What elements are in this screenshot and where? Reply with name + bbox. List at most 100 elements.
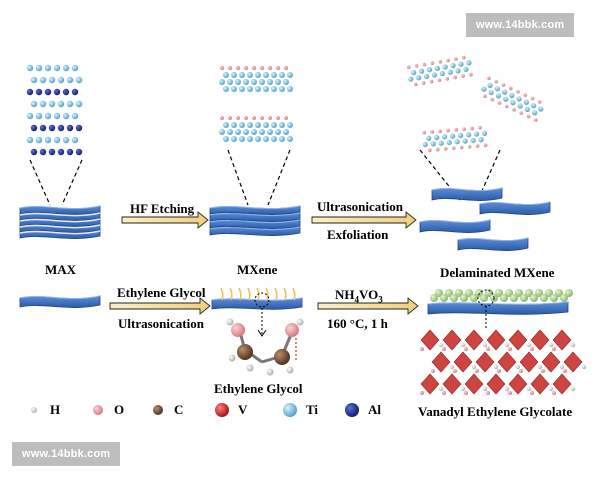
- max-ti-atom: [35, 112, 43, 120]
- delaminated-atom: [429, 79, 434, 84]
- hydrogen-atom: [246, 364, 254, 372]
- max-ti-atom: [75, 76, 83, 84]
- delaminated-atom: [516, 89, 520, 94]
- delaminated-atom: [481, 86, 487, 92]
- max-al-atom: [53, 88, 61, 96]
- delaminated-atom: [526, 114, 531, 119]
- mxene-ti-atom: [267, 79, 273, 85]
- hydrogen-atom: [570, 342, 576, 348]
- mxene-stack-layer: [209, 205, 301, 215]
- green-particle: [530, 294, 538, 302]
- delaminated-atom: [469, 72, 473, 77]
- delaminated-atom: [445, 77, 450, 81]
- hydrogen-atom: [570, 386, 576, 392]
- delaminated-atom: [446, 58, 450, 63]
- delaminated-atom: [487, 76, 491, 81]
- max-al-atom: [30, 148, 38, 156]
- legend-label-c: C: [174, 402, 184, 417]
- step-ultrasonication-2: Ultrasonication: [118, 316, 204, 331]
- max-crystal: [26, 64, 83, 206]
- mxene-termination-atom: [228, 66, 232, 70]
- label-max: MAX: [45, 262, 77, 277]
- delaminated-atom: [490, 97, 495, 102]
- delaminated-atom: [502, 89, 508, 95]
- max-al-atom: [48, 148, 56, 156]
- mxene-ti-atom: [251, 79, 257, 85]
- oxygen-atom: [442, 347, 446, 351]
- delaminated-atom: [442, 64, 448, 70]
- max-ti-atom: [30, 100, 38, 108]
- max-ti-atom: [26, 136, 34, 144]
- vanadyl-polyhedron: [508, 329, 528, 351]
- mxene-ti-atom: [259, 79, 265, 85]
- oxygen-atom: [486, 347, 490, 351]
- delaminated-atom: [431, 72, 438, 78]
- green-particle: [435, 289, 443, 297]
- mxene-single-sheet: [19, 295, 101, 308]
- delaminated-guide-left: [419, 149, 461, 201]
- mxene-ti-atom: [263, 122, 269, 128]
- mxene-ti-atom: [239, 86, 245, 92]
- hydrogen-atom: [559, 364, 565, 370]
- vanadyl-structure: [420, 289, 587, 395]
- carbon-atom: [237, 344, 253, 360]
- mxene-ti-atom: [219, 129, 225, 135]
- max-al-atom: [39, 148, 47, 156]
- oxygen-atom: [486, 391, 490, 395]
- delaminated-atom: [481, 130, 488, 137]
- mxene-ti-atom: [271, 136, 277, 142]
- hydrogen-atom: [526, 386, 532, 392]
- delaminated-atom: [467, 144, 472, 149]
- delaminated-flake: [481, 76, 544, 122]
- delaminated-atom: [418, 68, 425, 74]
- delaminated-atom: [453, 75, 457, 80]
- vanadyl-polyhedron: [464, 329, 484, 351]
- mxene-ti-atom: [231, 122, 237, 128]
- max-al-atom: [66, 148, 74, 156]
- delaminated-atom: [512, 107, 516, 112]
- mxene-ti-atom: [231, 136, 237, 142]
- hydrogen-atom: [296, 318, 304, 326]
- delaminated-atom: [530, 96, 535, 101]
- delaminated-atom: [524, 106, 531, 113]
- mxene-ti-atom: [275, 129, 281, 135]
- max-al-atom: [26, 88, 34, 96]
- mxene-ti-atom: [279, 136, 285, 142]
- hydrogen-atom: [460, 342, 466, 348]
- delaminated-atom: [430, 61, 435, 65]
- delaminated-atom: [487, 82, 493, 88]
- mxene-ti-atom: [231, 86, 237, 92]
- green-particle: [470, 294, 478, 302]
- max-al-atom: [62, 88, 70, 96]
- mxene-ti-atom: [271, 72, 277, 78]
- mxene-stack: [209, 205, 301, 236]
- delaminated-atom: [461, 74, 465, 78]
- green-particle: [535, 289, 543, 297]
- green-particle: [495, 289, 503, 297]
- vanadyl-polyhedron: [552, 373, 572, 395]
- label-delaminated-mxene: Delaminated MXene: [440, 265, 555, 280]
- mxene-ti-atom: [287, 136, 293, 142]
- mxene-termination-atom: [236, 116, 240, 120]
- zoom-arrowhead: [257, 329, 267, 337]
- delaminated-flake: [422, 125, 488, 153]
- oxygen-atom: [497, 369, 501, 373]
- mxene-ti-atom: [227, 79, 233, 85]
- delaminated-flake: [406, 55, 473, 87]
- max-ti-atom: [53, 136, 61, 144]
- hydrogen-atom: [504, 386, 510, 392]
- mxene-ti-atom: [239, 72, 245, 78]
- vanadyl-polyhedron: [541, 351, 561, 373]
- delaminated-atom: [495, 93, 502, 99]
- mxene-ti-atom: [239, 136, 245, 142]
- mxene-termination-atom: [260, 116, 264, 120]
- oxygen-atom: [475, 369, 479, 373]
- vanadyl-polyhedron: [420, 373, 440, 395]
- delaminated-atom: [523, 99, 529, 105]
- eg-chain: [247, 287, 251, 301]
- step-nh4vo3: NH4VO3: [335, 287, 383, 305]
- oxygen-atom: [530, 347, 534, 351]
- green-particle: [515, 289, 523, 297]
- max-ti-atom: [62, 64, 70, 72]
- mxene-ti-atom: [235, 129, 241, 135]
